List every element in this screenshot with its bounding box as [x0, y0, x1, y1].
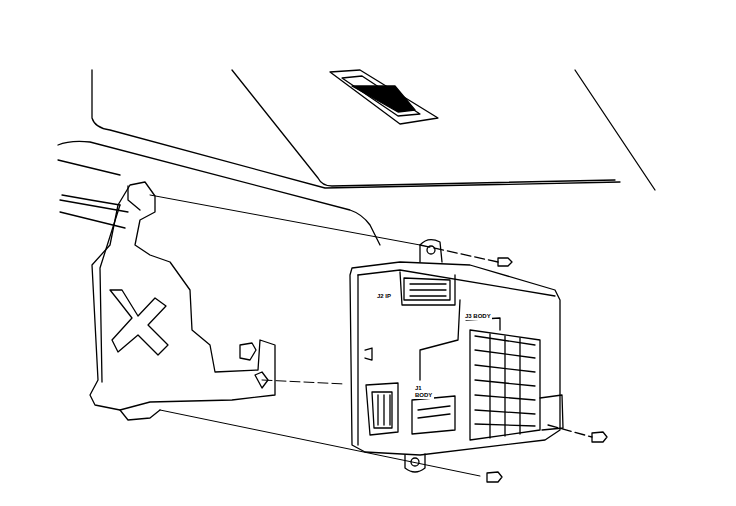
fuse-block	[350, 240, 563, 472]
handle-recess	[330, 70, 438, 124]
leader-line	[150, 195, 480, 476]
connector-label: J3 BODY	[464, 313, 492, 320]
connector-label: J1 BODY	[414, 385, 434, 399]
trim-panel	[58, 70, 655, 245]
screw	[420, 245, 607, 482]
connector-label: J2 IP	[376, 293, 392, 300]
mounting-bracket	[90, 182, 275, 420]
